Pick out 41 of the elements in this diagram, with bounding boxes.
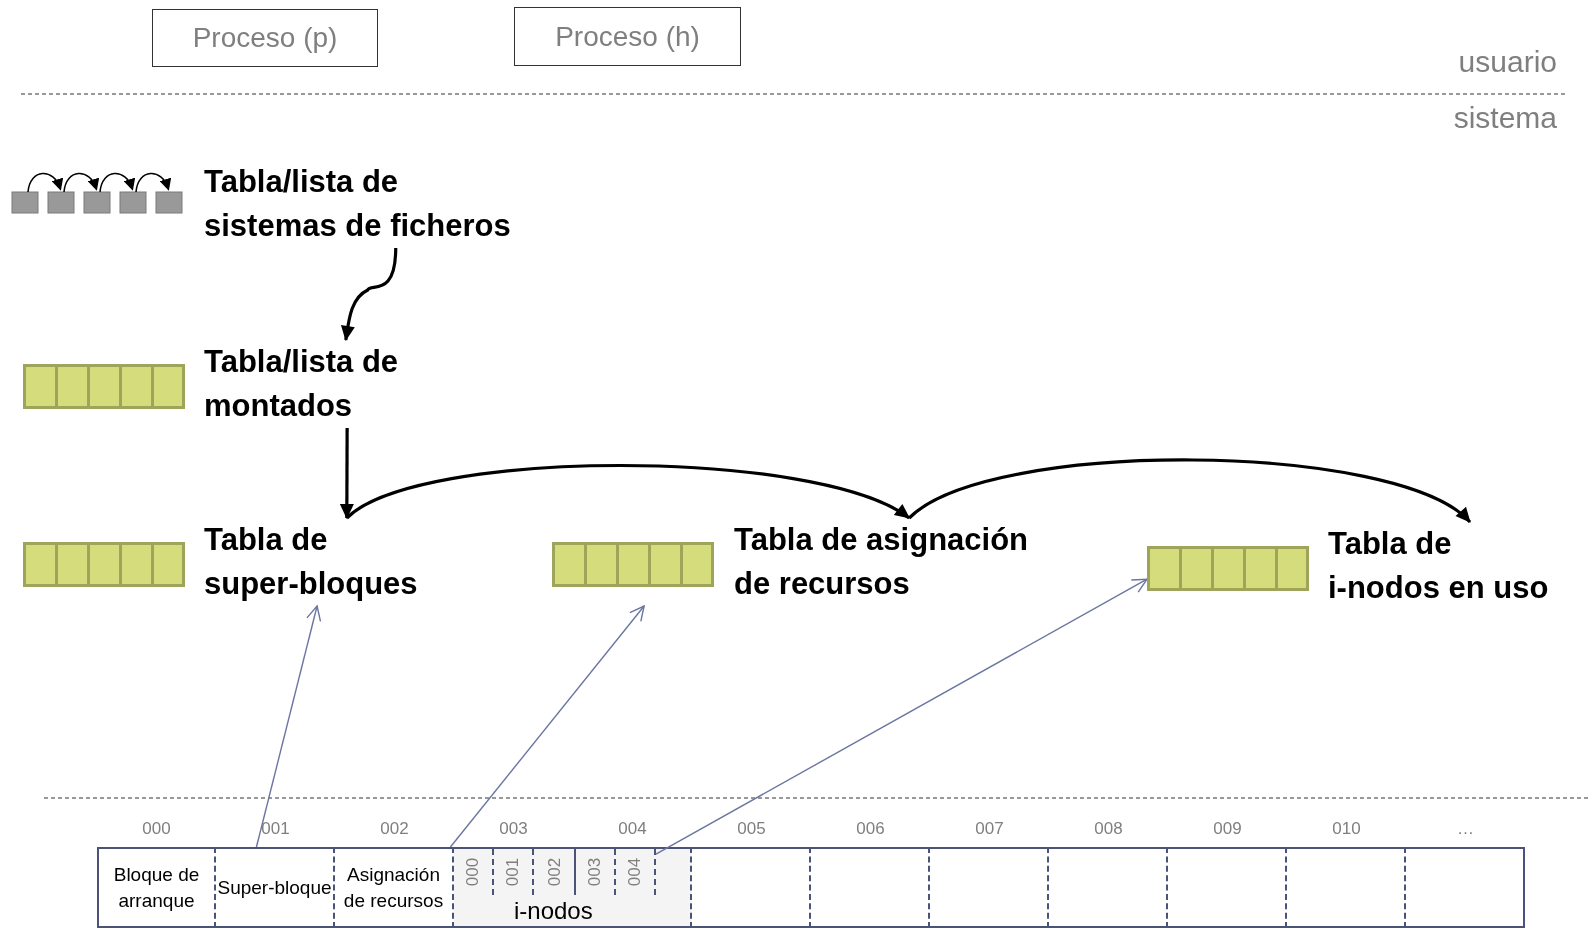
inode-number: 002: [536, 849, 576, 895]
layer-label: usuario: [1457, 45, 1557, 79]
block-number: 010: [1331, 819, 1362, 839]
table-title: Tabla/lista de sistemas de ficheros: [204, 163, 512, 245]
table-title: Tabla de i-nodos en uso: [1328, 525, 1550, 607]
table-title: Tabla/lista de montados: [204, 343, 400, 425]
inode-number: 003: [576, 849, 616, 895]
empty-disk-block: [1406, 847, 1525, 928]
inode-number: 001: [494, 849, 534, 895]
block-number: 007: [974, 819, 1005, 839]
block-number: 002: [379, 819, 410, 839]
block-number: 006: [855, 819, 886, 839]
empty-disk-block: [930, 847, 1049, 928]
empty-disk-block: [1287, 847, 1406, 928]
inode-number: 004: [616, 849, 656, 895]
block-number: 005: [736, 819, 767, 839]
block-number: 003: [498, 819, 529, 839]
arrow: [340, 247, 398, 341]
disk-block: Super-bloque: [216, 847, 335, 928]
layer-label: sistema: [1452, 101, 1557, 135]
table-title: Tabla de asignación de recursos: [734, 521, 1030, 603]
arrow: [339, 428, 354, 519]
block-number: 008: [1093, 819, 1124, 839]
arrow: [345, 463, 911, 520]
block-number: 009: [1212, 819, 1243, 839]
process-box: Proceso (h): [514, 7, 741, 66]
table-title: Tabla de super-bloques: [204, 521, 419, 603]
disk-block: Bloque de arranque: [97, 847, 216, 928]
arrow: [449, 605, 645, 848]
block-number: 004: [617, 819, 648, 839]
inode-number: 000: [454, 849, 494, 895]
block-number: 001: [260, 819, 291, 839]
block-number: …: [1456, 819, 1475, 839]
empty-disk-block: [811, 847, 930, 928]
arrow: [908, 458, 1471, 524]
arrow: [655, 578, 1148, 855]
empty-disk-block: [1049, 847, 1168, 928]
empty-disk-block: [1168, 847, 1287, 928]
process-box: Proceso (p): [152, 9, 378, 67]
block-number: 000: [141, 819, 172, 839]
arrow: [255, 605, 322, 848]
